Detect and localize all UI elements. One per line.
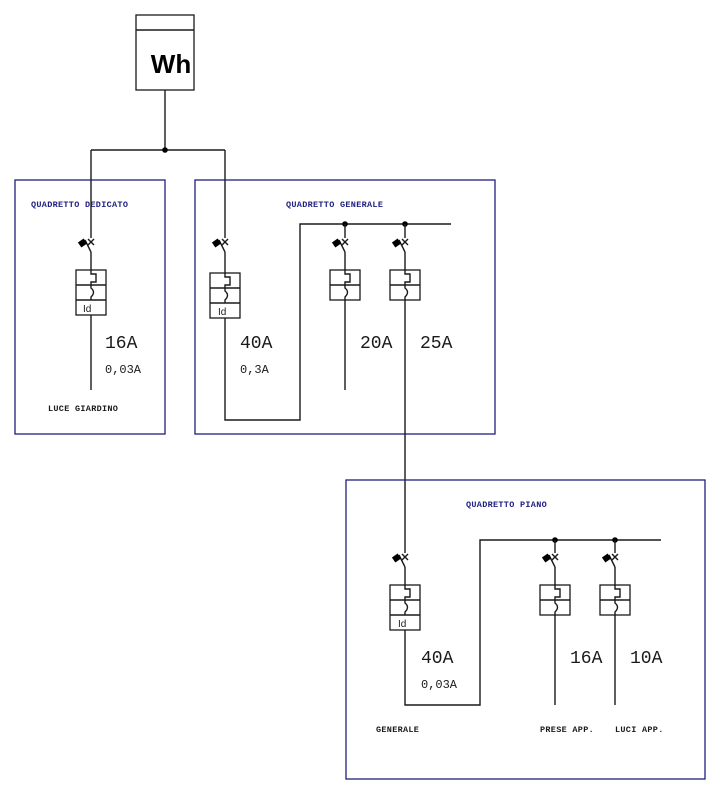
switch-icon — [77, 237, 95, 253]
panel-quadretto-piano: QUADRETTO PIANO Id 40A 0,03A 16A — [345, 479, 706, 780]
panel-title: QUADRETTO GENERALE — [286, 200, 383, 210]
breaker-body — [209, 272, 241, 319]
panel-border — [345, 479, 706, 780]
circuit-label: PRESE APP. — [540, 725, 594, 735]
sensitivity-label: 0,03A — [421, 678, 458, 692]
switch-icon — [331, 237, 349, 253]
circuit-label: LUCE GIARDINO — [48, 404, 118, 414]
circuit-label: GENERALE — [376, 725, 419, 735]
junction-dot — [162, 147, 168, 153]
busbar — [404, 539, 661, 706]
breaker-25a: 25A — [389, 224, 453, 354]
switch-icon — [601, 552, 619, 568]
breaker-body — [389, 584, 421, 631]
switch-icon — [211, 237, 229, 253]
breaker-10a-luci: 10A — [599, 540, 663, 705]
rating-label: 16A — [570, 649, 603, 669]
breaker-40a-differential: Id 40A 0,3A — [209, 237, 273, 377]
rating-label: 25A — [420, 334, 453, 354]
sensitivity-label: 0,3A — [240, 363, 270, 377]
breaker-40a-differential-generale: Id 40A 0,03A — [389, 552, 458, 692]
rating-label: 10A — [630, 649, 663, 669]
switch-icon — [391, 552, 409, 568]
rating-label: 20A — [360, 334, 393, 354]
panel-title: QUADRETTO PIANO — [466, 500, 547, 510]
panel-title: QUADRETTO DEDICATO — [31, 200, 128, 210]
breaker-16a-prese: 16A — [539, 540, 603, 705]
panel-quadretto-dedicato: QUADRETTO DEDICATO Id 16A 0,03A LUCE GIA… — [14, 179, 166, 435]
circuit-label: LUCI APP. — [615, 725, 664, 735]
switch-icon — [541, 552, 559, 568]
differential-label: Id — [218, 307, 226, 318]
main-feed — [90, 90, 226, 238]
breaker-body — [75, 269, 107, 316]
breaker-20a: 20A — [329, 224, 393, 390]
meter-box — [135, 14, 195, 91]
differential-label: Id — [398, 619, 406, 630]
rating-label: 40A — [240, 334, 273, 354]
meter-label: Wh — [151, 49, 191, 79]
rating-label: 40A — [421, 649, 454, 669]
differential-label: Id — [83, 304, 91, 315]
switch-icon — [391, 237, 409, 253]
busbar — [224, 223, 451, 421]
panel-quadretto-generale: QUADRETTO GENERALE Id 40A 0,3A 20A — [194, 179, 496, 435]
breaker-16a-differential: Id 16A 0,03A — [75, 237, 142, 390]
rating-label: 16A — [105, 334, 138, 354]
panel-border — [14, 179, 166, 435]
sensitivity-label: 0,03A — [105, 363, 142, 377]
panel-border — [194, 179, 496, 435]
energy-meter: Wh — [135, 14, 195, 91]
